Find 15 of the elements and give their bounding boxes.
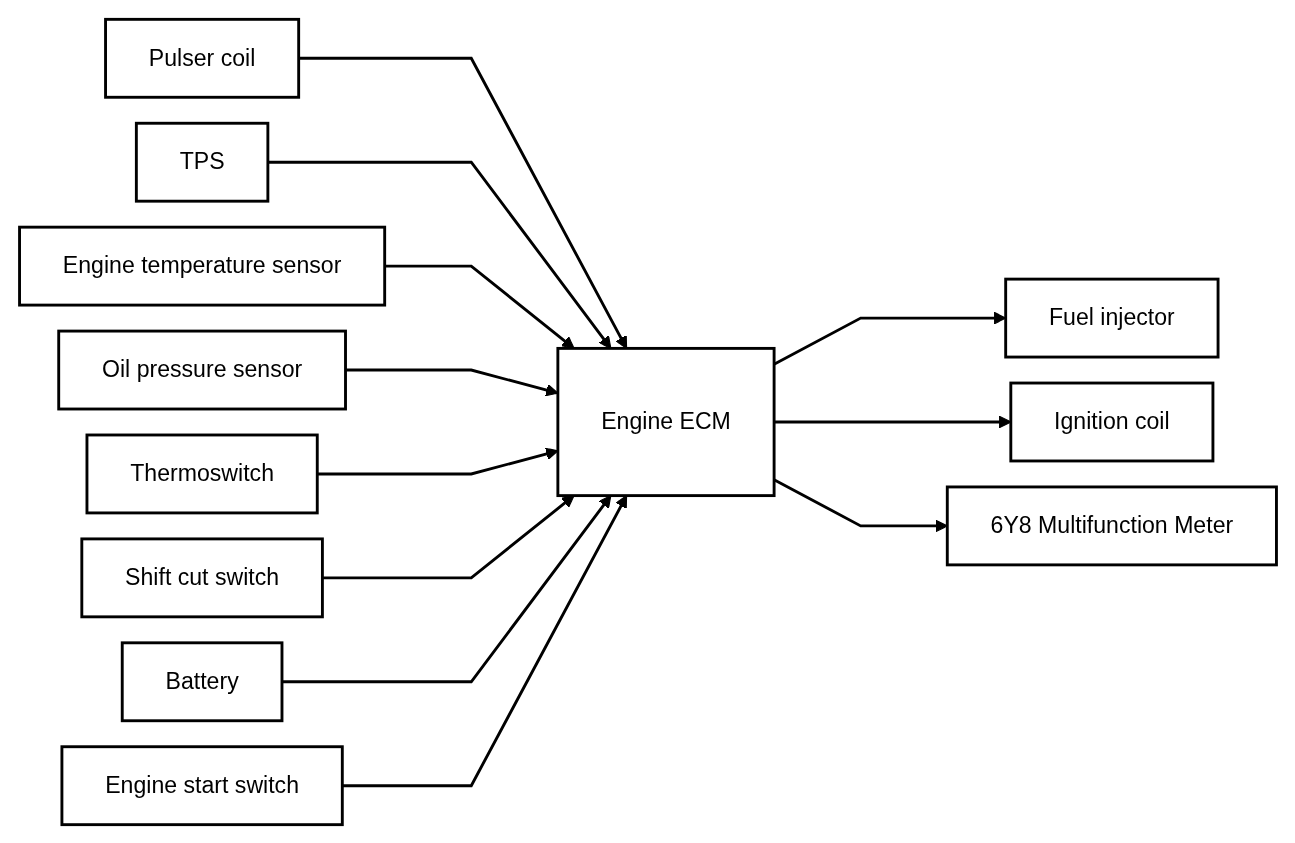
node-box: Oil pressure sensor xyxy=(56,329,347,410)
node-box: Ignition coil xyxy=(1008,381,1214,462)
node-box: 6Y8 Multifunction Meter xyxy=(945,485,1278,566)
node-box: Shift cut switch xyxy=(79,536,324,618)
arrow xyxy=(345,368,558,396)
node-box: Thermoswitch xyxy=(85,433,319,514)
node-box: Fuel injector xyxy=(1003,277,1219,358)
arrow xyxy=(773,415,1011,428)
node-box: Engine start switch xyxy=(59,744,344,826)
node-box: Pulser coil xyxy=(103,17,300,99)
node-box: Engine temperature sensor xyxy=(17,225,386,307)
node-box: TPS xyxy=(134,121,269,203)
node-box: Battery xyxy=(120,640,283,722)
node-box: Engine ECM xyxy=(555,346,776,497)
arrow xyxy=(316,447,558,475)
